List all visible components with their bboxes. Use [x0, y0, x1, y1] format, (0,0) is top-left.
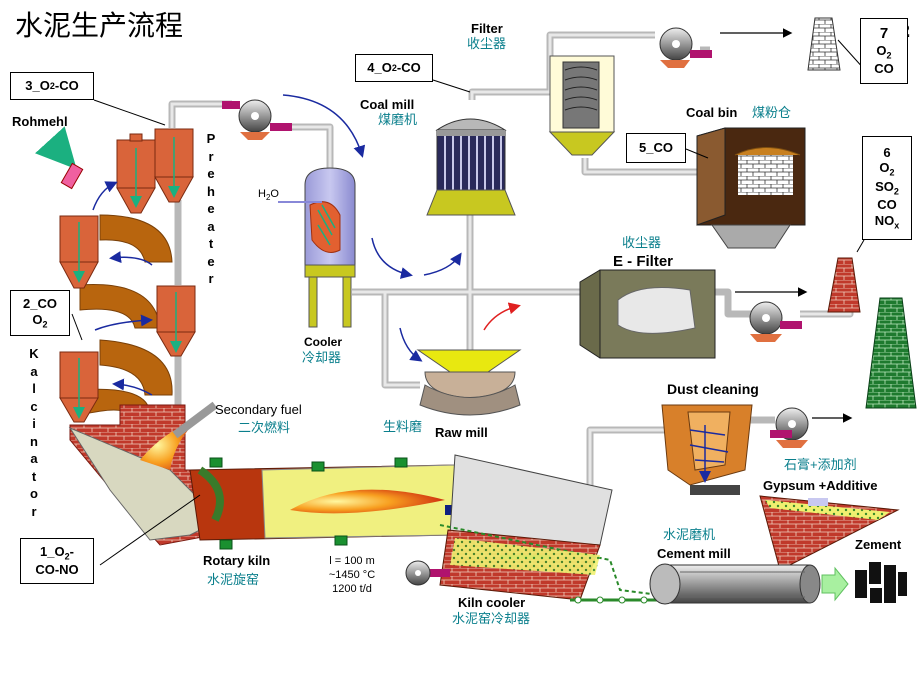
rotary-kiln-label-en: Rotary kiln — [203, 553, 271, 568]
preheater-ducts — [79, 214, 173, 416]
preheater-flow-arrows — [92, 94, 462, 396]
measurement-point-1: 1_O2-CO-NO — [20, 538, 94, 584]
fan-efilter — [749, 301, 802, 342]
cement-mill-label-en: Cement mill — [657, 546, 731, 561]
cement-bags-icon — [855, 562, 907, 603]
coal-bin-label-en: Coal bin — [686, 105, 738, 120]
stack-efilter — [827, 257, 861, 313]
raw-mill-label-cn: 生料磨 — [383, 419, 423, 434]
fan-dust — [770, 407, 809, 448]
rohmehl-feed — [35, 126, 84, 190]
kiln-cooler-label-cn: 水泥窑冷却器 — [452, 611, 531, 626]
kiln-spec-temperature: ~1450 °C — [328, 569, 376, 581]
raw-mill — [416, 349, 522, 416]
coal-bin — [696, 127, 806, 249]
efilter-label-cn: 收尘器 — [622, 235, 662, 250]
exhaust-arrows — [720, 28, 853, 423]
filter-unit — [548, 55, 616, 156]
raw-mill-label-en: Raw mill — [435, 425, 488, 440]
rotary-kiln-label-cn: 水泥旋窑 — [207, 572, 260, 587]
cooler-unit — [278, 167, 356, 328]
e-filter — [579, 269, 716, 359]
secondary-fuel-label-en: Secondary fuel — [215, 402, 302, 417]
red-flow-arrow — [483, 302, 521, 331]
fan-filter — [659, 27, 712, 68]
cyclone-stack — [59, 128, 196, 423]
kiln-cooler-fan — [405, 560, 450, 586]
kiln-cooler-label-en: Kiln cooler — [458, 595, 526, 610]
secondary-fuel-label-cn: 二次燃料 — [238, 420, 291, 435]
fans — [222, 27, 809, 448]
stack-main — [865, 297, 917, 409]
gypsum-label-en: Gypsum +Additive — [763, 478, 878, 493]
zement-label: Zement — [855, 537, 902, 552]
coal-mill-label-cn: 煤磨机 — [378, 112, 418, 127]
dust-cleaning — [661, 404, 753, 495]
fan-preheater — [222, 99, 292, 140]
gypsum-label-cn: 石膏+添加剂 — [784, 457, 857, 472]
dust-cleaning-label: Dust cleaning — [667, 381, 759, 397]
filter-label-cn: 收尘器 — [467, 36, 507, 51]
kiln-spec-length: l = 100 m — [329, 555, 375, 567]
filter-label-en: Filter — [471, 21, 503, 36]
h2o-label: H2O — [258, 188, 279, 203]
coal-mill — [426, 118, 516, 216]
coal-mill-label-en: Coal mill — [360, 97, 415, 112]
rotary-kiln — [189, 457, 470, 550]
cooler-label-en: Cooler — [304, 335, 343, 349]
rohmehl-label: Rohmehl — [12, 114, 68, 129]
cement-mill-label-cn: 水泥磨机 — [663, 527, 716, 542]
callout-leaders — [71, 39, 866, 566]
measurement-point-5: 5_CO — [626, 133, 686, 163]
kiln-cooler — [439, 454, 665, 604]
output-arrow — [821, 566, 849, 602]
duct-highlight — [170, 33, 852, 490]
stack-filter — [807, 17, 841, 71]
cooler-label-cn: 冷却器 — [302, 350, 342, 365]
kiln-spec-capacity: 1200 t/d — [332, 583, 372, 595]
page-title: 水泥生产流程 — [15, 9, 184, 42]
efilter-label-en: E - Filter — [613, 253, 674, 270]
cement-mill — [649, 563, 821, 605]
coal-bin-label-cn: 煤粉仓 — [752, 105, 792, 120]
